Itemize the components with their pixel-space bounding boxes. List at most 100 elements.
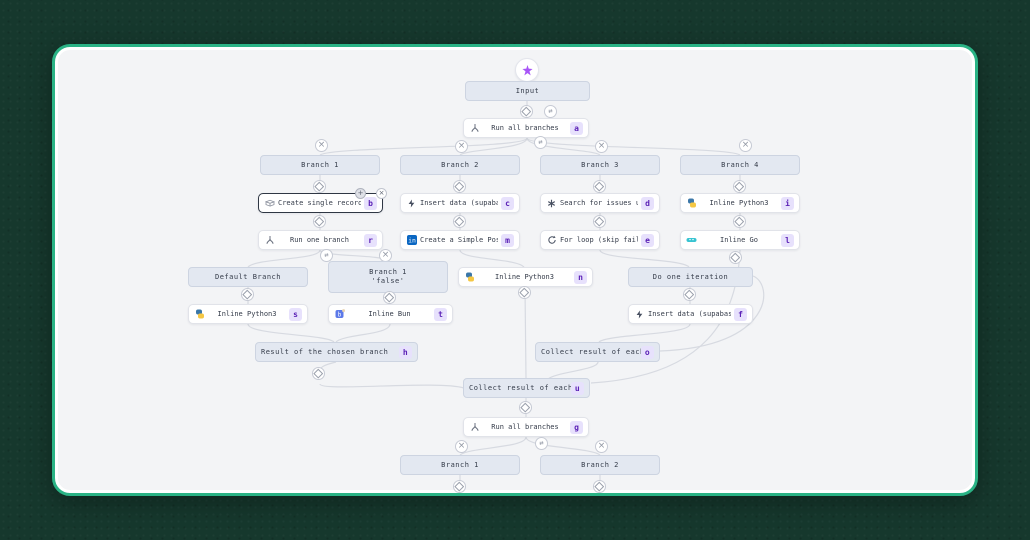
lightning-bolt-icon xyxy=(406,198,417,209)
swap-branches-button[interactable] xyxy=(535,437,548,450)
insert-data-iteration-node[interactable]: Insert data (supabase) f xyxy=(628,304,753,324)
bun-icon: b xyxy=(334,309,345,320)
branch-2-bottom-header: Branch 2 xyxy=(540,455,660,475)
duplicate-node-button[interactable]: + xyxy=(355,188,366,199)
branch-split-icon xyxy=(469,422,480,433)
node-label: Run all branches xyxy=(491,124,559,132)
hint-badge: c xyxy=(501,196,514,210)
default-branch-header: Default Branch xyxy=(188,267,308,287)
run-all-branches-node[interactable]: Run all branches a xyxy=(463,118,589,138)
hint-badge: m xyxy=(501,233,514,247)
branch-label: Do one iteration xyxy=(652,273,729,281)
result-chosen-branch-node[interactable]: Result of the chosen branch h xyxy=(255,342,418,362)
spark-icon xyxy=(521,64,533,75)
create-simple-post-node[interactable]: in Create a Simple Post (User) (... m xyxy=(400,230,520,250)
add-node-button[interactable] xyxy=(312,367,325,380)
python-icon xyxy=(464,272,475,283)
hint-badge: f xyxy=(734,307,747,321)
branch-label: Branch 1 xyxy=(301,161,339,169)
add-node-button[interactable] xyxy=(593,215,606,228)
hint-badge: h xyxy=(399,345,412,359)
swap-branches-button[interactable] xyxy=(534,136,547,149)
inline-bun-node[interactable]: b Inline Bun t xyxy=(328,304,453,324)
for-loop-node[interactable]: For loop (skip failures) e xyxy=(540,230,660,250)
remove-branch-button[interactable] xyxy=(315,139,328,152)
search-issues-jql-node[interactable]: Search for issues using JQL (... d xyxy=(540,193,660,213)
add-node-button[interactable] xyxy=(519,401,532,414)
add-node-button[interactable] xyxy=(453,180,466,193)
remove-branch-button[interactable] xyxy=(595,140,608,153)
branch-1-bottom-header: Branch 1 xyxy=(400,455,520,475)
python-icon xyxy=(194,309,205,320)
node-label: Inline Python3 xyxy=(217,310,277,318)
hint-badge: s xyxy=(289,307,302,321)
hint-badge: r xyxy=(364,233,377,247)
trigger-node[interactable] xyxy=(515,58,539,82)
add-node-button[interactable] xyxy=(383,291,396,304)
python-icon xyxy=(686,198,697,209)
node-label: Insert data (supabase) xyxy=(420,199,498,207)
hint-badge: a xyxy=(570,121,583,135)
add-node-button[interactable] xyxy=(520,105,533,118)
hint-badge: n xyxy=(574,270,587,284)
add-node-button[interactable] xyxy=(453,480,466,493)
inline-python-default-node[interactable]: Inline Python3 s xyxy=(188,304,308,324)
add-node-button[interactable] xyxy=(313,215,326,228)
node-label: Inline Python3 xyxy=(709,199,769,207)
node-label: Inline Python3 xyxy=(494,273,554,281)
add-node-button[interactable] xyxy=(241,288,254,301)
add-node-button[interactable] xyxy=(453,215,466,228)
node-label: Collect result of each branch xyxy=(469,384,571,392)
node-label: Collect result of each iteration xyxy=(541,348,641,356)
node-label: Search for issues using JQL (... xyxy=(560,199,638,207)
insert-data-supabase-node[interactable]: Insert data (supabase) c xyxy=(400,193,520,213)
add-node-button[interactable] xyxy=(733,215,746,228)
branch-label: Branch 2 xyxy=(441,161,479,169)
add-node-button[interactable] xyxy=(733,180,746,193)
add-node-button[interactable] xyxy=(683,288,696,301)
add-node-button[interactable] xyxy=(593,480,606,493)
swap-branches-button[interactable] xyxy=(320,249,333,262)
add-node-button[interactable] xyxy=(729,251,742,264)
branch-label: Branch 1 xyxy=(441,461,479,469)
inline-python-branch4-node[interactable]: Inline Python3 i xyxy=(680,193,800,213)
add-node-button[interactable] xyxy=(313,180,326,193)
workflow-canvas[interactable]: Input Run all branches a Branch 1 Branch… xyxy=(58,50,978,496)
run-one-branch-node[interactable]: Run one branch r xyxy=(258,230,383,250)
remove-branch-button[interactable] xyxy=(595,440,608,453)
run-all-branches-bottom-node[interactable]: Run all branches g xyxy=(463,417,589,437)
workflow-canvas-card: Input Run all branches a Branch 1 Branch… xyxy=(52,44,978,496)
inline-go-node[interactable]: Inline Go l xyxy=(680,230,800,250)
add-node-button[interactable] xyxy=(518,286,531,299)
lightning-bolt-icon xyxy=(634,309,645,320)
linkedin-icon: in xyxy=(406,235,417,246)
add-node-button[interactable] xyxy=(593,180,606,193)
hint-badge: t xyxy=(434,307,447,321)
collect-result-branch-node[interactable]: Collect result of each branch u xyxy=(463,378,590,398)
delete-node-button[interactable]: × xyxy=(376,188,387,199)
node-label: Result of the chosen branch xyxy=(261,348,389,356)
node-label: Create a Simple Post (User) (... xyxy=(420,236,498,244)
hint-badge: b xyxy=(364,196,377,210)
branch-1-header: Branch 1 xyxy=(260,155,380,175)
node-label: For loop (skip failures) xyxy=(560,236,638,244)
loop-arrow-icon xyxy=(546,235,557,246)
node-label: Inline Go xyxy=(720,236,758,244)
asterisk-icon xyxy=(546,198,557,209)
branch-label: Branch 2 xyxy=(581,461,619,469)
branch-label: Branch 1 xyxy=(369,268,407,276)
remove-branch-button[interactable] xyxy=(455,140,468,153)
hint-badge: e xyxy=(641,233,654,247)
remove-branch-button[interactable] xyxy=(455,440,468,453)
collect-result-iteration-node[interactable]: Collect result of each iteration o xyxy=(535,342,660,362)
create-single-record-node[interactable]: Create single record (airtable) b + × xyxy=(258,188,387,213)
branch-split-icon xyxy=(469,123,480,134)
branch-3-header: Branch 3 xyxy=(540,155,660,175)
inline-python-mid-node[interactable]: Inline Python3 n xyxy=(458,267,593,287)
input-node[interactable]: Input xyxy=(465,81,590,101)
remove-branch-button[interactable] xyxy=(739,139,752,152)
branch-label: Branch 4 xyxy=(721,161,759,169)
branch-2-header: Branch 2 xyxy=(400,155,520,175)
input-label: Input xyxy=(515,87,540,95)
swap-arrows-button[interactable] xyxy=(544,105,557,118)
